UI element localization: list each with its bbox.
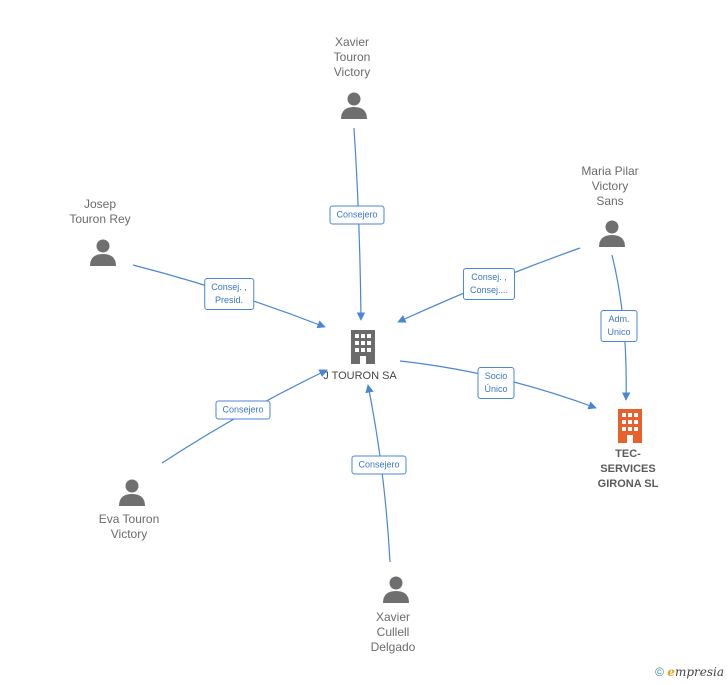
- name-line: Victory: [591, 179, 629, 193]
- edge-label-xavier-touron-main: Consejero: [329, 205, 385, 225]
- name-line: Eva Touron: [98, 512, 160, 526]
- person-name-eva-touron[interactable]: Eva Touron Victory: [69, 512, 189, 542]
- edge-label-main-target: Socio Único: [477, 367, 515, 399]
- edge-label-text: Unico: [607, 327, 631, 337]
- person-icon[interactable]: [339, 90, 369, 120]
- building-icon[interactable]: [349, 330, 377, 364]
- person-icon[interactable]: [88, 237, 118, 267]
- edge-label-cullell-main: Consejero: [351, 455, 407, 475]
- edge-label-text: Socio: [484, 371, 508, 381]
- person-name-xavier-cullell[interactable]: Xavier Cullell Delgado: [333, 610, 453, 655]
- edge-label-eva-main: Consejero: [215, 400, 271, 420]
- edge-label-text: Consejero: [358, 459, 400, 470]
- person-name-maria-pilar[interactable]: Maria Pilar Victory Sans: [550, 164, 670, 209]
- edge-label-josep-main: Consej. , Presid.: [204, 278, 254, 310]
- name-line: Sans: [596, 194, 624, 208]
- edge-label-text: Consejero: [336, 209, 378, 220]
- name-line: Victory: [110, 527, 148, 541]
- name-line: Maria Pilar: [581, 164, 639, 178]
- brand-logo[interactable]: empresia: [667, 665, 724, 679]
- brand-name: mpresia: [674, 665, 724, 679]
- target-company-name[interactable]: TEC- SERVICES GIRONA SL: [583, 447, 673, 492]
- copyright-footer: © empresia: [655, 665, 724, 679]
- edge-label-text: Adm.: [608, 314, 630, 324]
- person-icon[interactable]: [381, 574, 411, 604]
- name-line: GIRONA SL: [597, 478, 659, 490]
- name-line: Victory: [333, 65, 371, 79]
- name-line: Touron Rey: [69, 212, 131, 226]
- edge-label-text: Consejero: [222, 404, 264, 415]
- building-icon[interactable]: [616, 409, 644, 443]
- name-line: Cullell: [376, 625, 410, 639]
- name-line: SERVICES: [600, 463, 656, 475]
- name-line: Xavier: [334, 35, 369, 49]
- person-icon[interactable]: [597, 218, 627, 248]
- person-name-josep-touron[interactable]: Josep Touron Rey: [40, 197, 160, 227]
- person-name-xavier-touron[interactable]: Xavier Touron Victory: [292, 35, 412, 80]
- brand-initial: e: [667, 665, 675, 679]
- person-icon[interactable]: [117, 477, 147, 507]
- edge-label-text: Consej. ,: [211, 282, 247, 292]
- edge-label-text: Consej. ,: [471, 272, 507, 282]
- name-line: Delgado: [370, 640, 416, 654]
- edge-label-text: Consej....: [469, 285, 509, 295]
- edge-label-text: Único: [484, 384, 508, 394]
- name-line: TEC-: [615, 448, 641, 460]
- company-name-text: J TOURON SA: [323, 370, 397, 382]
- name-line: Touron: [333, 50, 371, 64]
- edge-label-text: Presid.: [214, 295, 243, 305]
- name-line: Josep: [83, 197, 117, 211]
- edge-label-maria-main: Consej. , Consej....: [462, 268, 516, 300]
- edge-label-maria-target: Adm. Unico: [600, 310, 638, 342]
- main-company-name[interactable]: J TOURON SA: [300, 369, 420, 384]
- copyright-symbol: ©: [655, 665, 664, 679]
- name-line: Xavier: [375, 610, 410, 624]
